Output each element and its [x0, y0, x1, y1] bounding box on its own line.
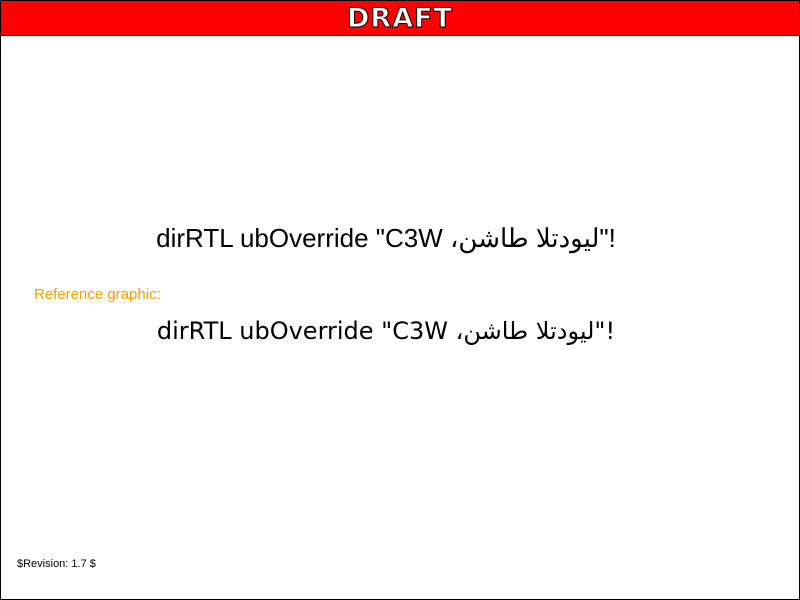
- revision-label: $Revision: 1.7 $: [17, 558, 96, 570]
- reference-graphic-text: dirRTL ubOverride "C3W ،نشاط التدويل"!: [156, 317, 616, 345]
- reference-label: Reference graphic:: [34, 286, 161, 303]
- draft-label: DRAFT: [347, 2, 453, 34]
- test-text-content: dirRTL ubOverride "C3W ،نشاط التدويل"!: [156, 223, 616, 253]
- reference-graphic: dirRTL ubOverride "C3W ،نشاط التدويل"!: [1, 317, 771, 345]
- draft-banner: DRAFT: [1, 1, 799, 36]
- test-text: dirRTL ubOverride "C3W ،نشاط التدويل"!: [1, 223, 771, 254]
